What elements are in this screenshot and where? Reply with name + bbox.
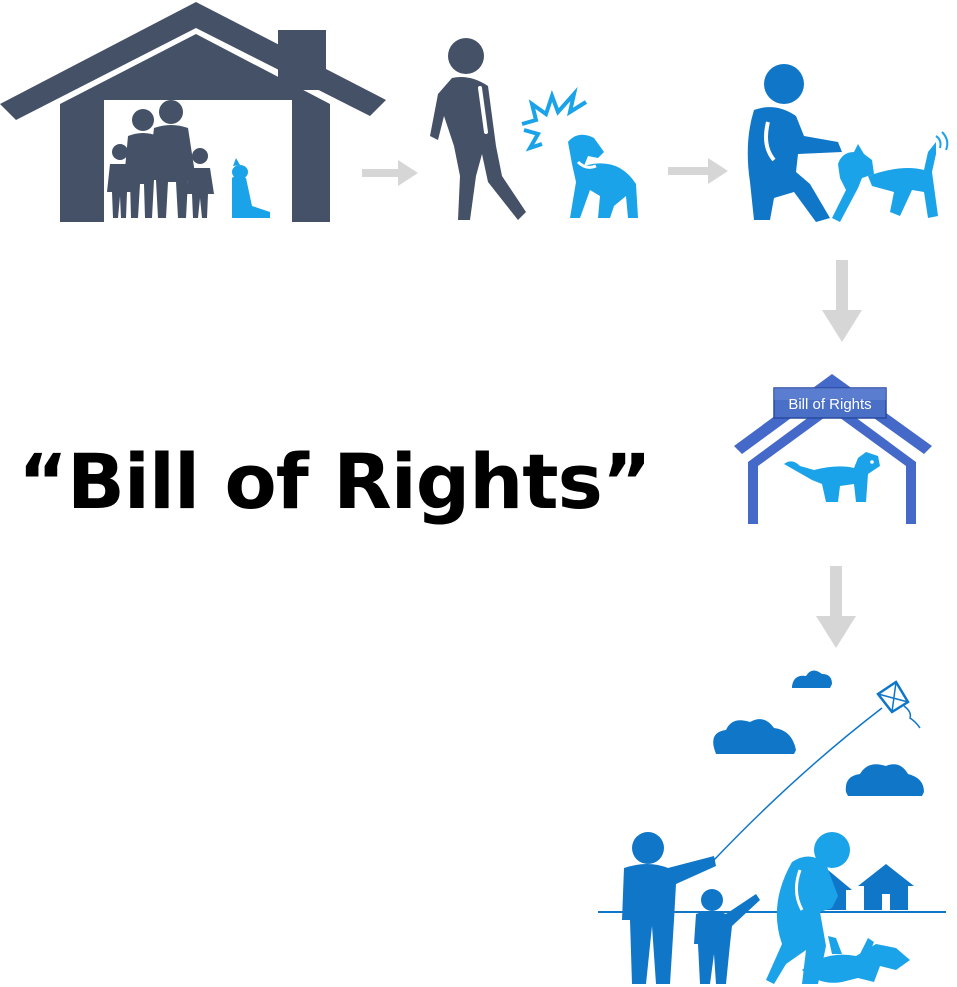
cloud-left-icon	[713, 719, 796, 754]
house-right-icon	[858, 864, 914, 910]
family-home-icon	[0, 2, 386, 222]
cloud-small-icon	[792, 670, 832, 688]
crouching-man-icon	[747, 64, 842, 222]
dog-shelter-icon	[734, 374, 932, 524]
shelter-sign: Bill of Rights	[773, 387, 887, 419]
cloud-right-icon	[845, 764, 924, 796]
arrow-right-2	[668, 158, 728, 184]
playful-dog-icon	[832, 131, 949, 222]
arrow-down-1	[822, 260, 862, 342]
crouching-adult-icon	[766, 832, 850, 984]
walking-man-icon	[430, 38, 526, 220]
rolling-dog-icon	[802, 936, 910, 983]
man-flying-kite-icon	[622, 832, 716, 984]
page-title: “Bill of Rights”	[18, 437, 652, 526]
child-icon	[694, 889, 760, 984]
shelter-sign-label: Bill of Rights	[788, 396, 871, 413]
barking-dog-icon	[521, 86, 638, 218]
park-family-icon	[598, 670, 946, 984]
arrow-right-1	[362, 160, 418, 186]
arrow-down-2	[816, 566, 856, 648]
